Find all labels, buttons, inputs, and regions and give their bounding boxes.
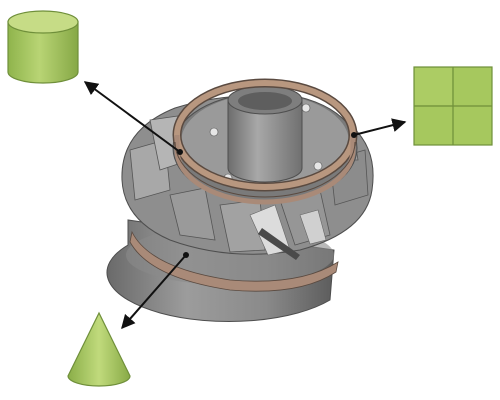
arrow-to-cylinder — [83, 81, 181, 153]
cylinder-icon — [7, 10, 79, 84]
arrows — [83, 81, 407, 330]
impeller-part-icon — [106, 78, 374, 323]
arrow-to-plane — [353, 118, 407, 136]
arrow-to-cone — [121, 254, 187, 330]
plane-grid-icon — [413, 66, 493, 146]
cone-icon — [67, 311, 131, 387]
